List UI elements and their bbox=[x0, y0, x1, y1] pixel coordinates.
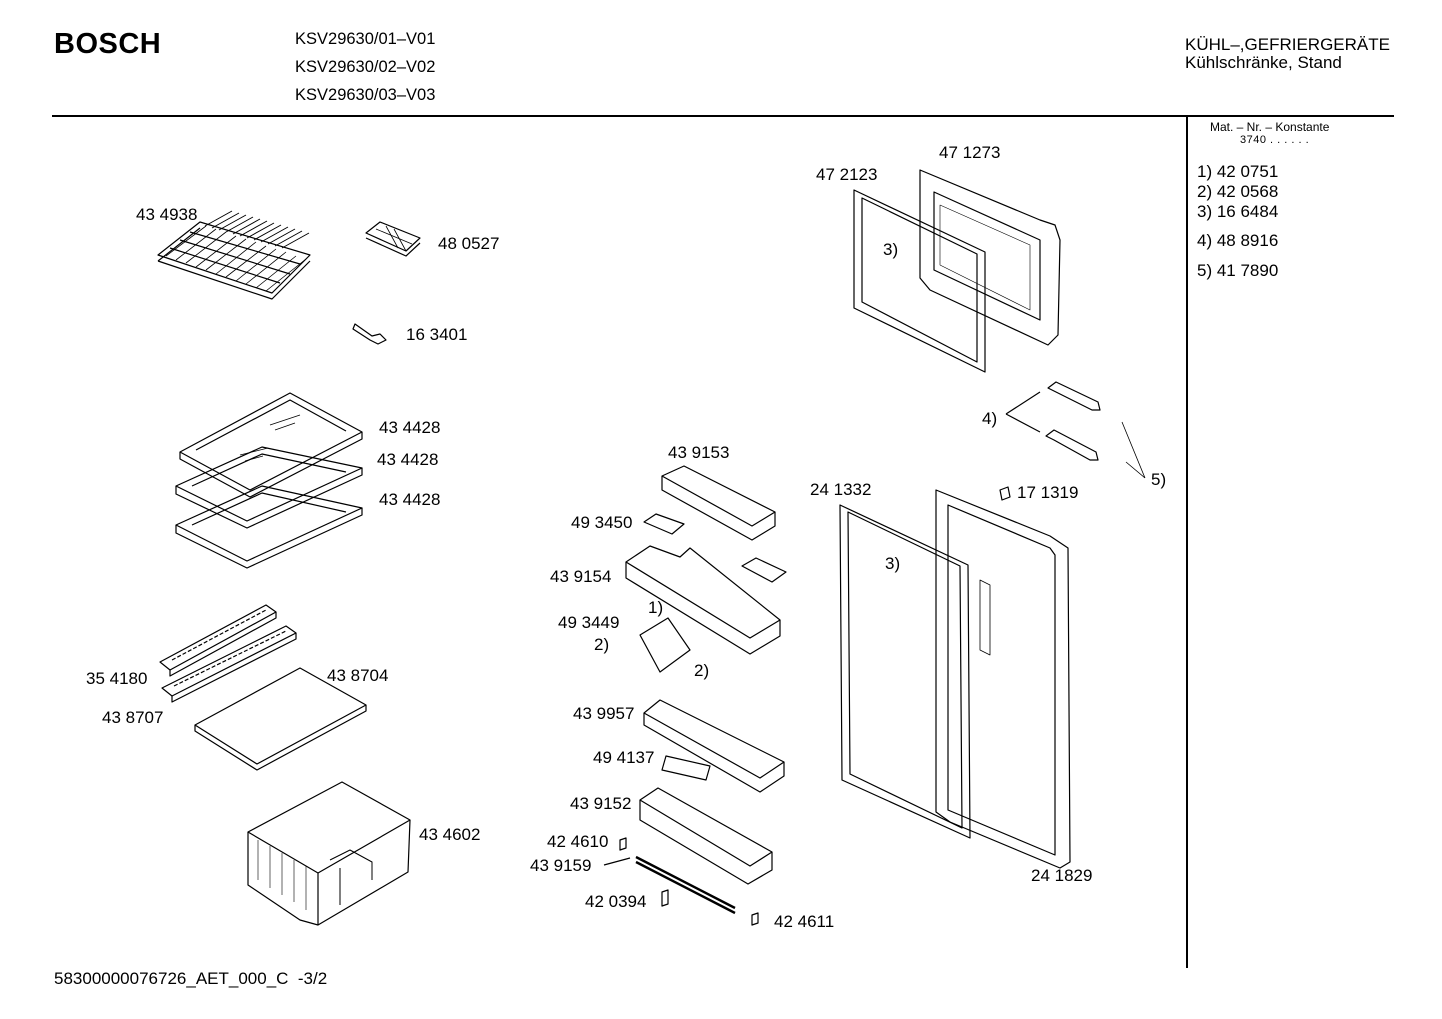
fridge-gasket-drawing bbox=[839, 504, 971, 839]
part-label-43-4938: 43 4938 bbox=[136, 205, 198, 224]
category-subtitle: Kühlschränke, Stand bbox=[1185, 53, 1342, 72]
mat-nr-label: Mat. – Nr. – Konstante bbox=[1210, 120, 1330, 134]
ref-1: 1) bbox=[648, 598, 664, 617]
part-label-43-4428-2: 43 4428 bbox=[377, 450, 439, 469]
ref-3-fridge: 3) bbox=[885, 554, 901, 573]
part-label-42-4611: 42 4611 bbox=[774, 912, 835, 931]
crisper-cover-drawing bbox=[194, 667, 367, 771]
fridge-door-drawing bbox=[935, 489, 1071, 869]
part-label-43-4602: 43 4602 bbox=[419, 825, 481, 844]
leader-4 bbox=[1005, 391, 1041, 433]
note-2: 2) 42 0568 bbox=[1197, 182, 1279, 201]
part-label-48-0527: 48 0527 bbox=[438, 234, 500, 253]
model-number-1: KSV29630/01–V01 bbox=[295, 30, 436, 48]
glass-shelf-drawing-3 bbox=[175, 485, 363, 569]
header-divider bbox=[52, 115, 1394, 117]
part-label-42-4610: 42 4610 bbox=[547, 832, 609, 851]
part-label-49-3450: 49 3450 bbox=[571, 513, 633, 532]
bottle-rack-drawing-2 bbox=[161, 625, 297, 703]
note-3: 3) 16 6484 bbox=[1197, 202, 1279, 221]
small-parts-drawing bbox=[619, 837, 759, 926]
door-bin-43-9154-drawing bbox=[625, 545, 781, 655]
document-id: 58300000076726_AET_000_C -3/2 bbox=[54, 969, 327, 989]
bottle-rack-drawing-1 bbox=[159, 604, 277, 677]
ref-2-b: 2) bbox=[694, 661, 710, 680]
leader-5 bbox=[1121, 421, 1146, 479]
model-number-2: KSV29630/02–V02 bbox=[295, 58, 436, 76]
part-label-43-4428-1: 43 4428 bbox=[379, 418, 441, 437]
part-label-43-8704: 43 8704 bbox=[327, 666, 389, 685]
note-1: 1) 42 0751 bbox=[1197, 162, 1279, 181]
part-label-43-4428-3: 43 4428 bbox=[379, 490, 441, 509]
clip-drawing bbox=[999, 486, 1011, 501]
ice-tray-drawing bbox=[365, 221, 421, 257]
crisper-drawer-drawing bbox=[247, 781, 411, 926]
egg-tray-49-3450-drawing bbox=[643, 513, 787, 583]
part-label-43-8707: 43 8707 bbox=[102, 708, 164, 727]
part-label-43-9159: 43 9159 bbox=[530, 856, 592, 875]
door-bin-43-9957-drawing bbox=[643, 699, 785, 793]
brand-logo: BOSCH bbox=[54, 28, 162, 60]
ref-5: 5) bbox=[1151, 470, 1167, 489]
document-number: 58300000076726_AET_000_C bbox=[54, 969, 289, 988]
ref-3-freezer: 3) bbox=[883, 240, 899, 259]
note-5: 5) 41 7890 bbox=[1197, 261, 1279, 280]
konstante-value: 3740 . . . . . . bbox=[1240, 134, 1310, 146]
part-label-43-9154: 43 9154 bbox=[550, 567, 612, 586]
part-label-49-4137: 49 4137 bbox=[593, 748, 655, 767]
part-label-24-1829: 24 1829 bbox=[1031, 866, 1093, 885]
part-label-35-4180: 35 4180 bbox=[86, 669, 148, 688]
part-label-16-3401: 16 3401 bbox=[406, 325, 468, 344]
freezer-gasket-drawing bbox=[853, 189, 986, 373]
door-bin-43-9152-drawing bbox=[639, 787, 773, 885]
model-number-3: KSV29630/03–V03 bbox=[295, 86, 436, 104]
part-label-42-0394: 42 0394 bbox=[585, 892, 647, 911]
label-49-4137-drawing bbox=[661, 755, 711, 781]
ref-4: 4) bbox=[982, 409, 998, 428]
handle-drawing-2 bbox=[1045, 429, 1099, 461]
page-number: -3/2 bbox=[297, 969, 328, 988]
ice-scraper-drawing bbox=[352, 323, 387, 345]
note-4: 4) 48 8916 bbox=[1197, 231, 1279, 250]
part-label-49-3449: 49 3449 bbox=[558, 613, 620, 632]
part-label-47-2123: 47 2123 bbox=[816, 165, 878, 184]
category-title: KÜHL–,GEFRIERGERÄTE bbox=[1185, 35, 1390, 54]
glass-shelf-drawing-1 bbox=[179, 392, 363, 498]
leader-43-9159 bbox=[603, 857, 631, 866]
sidebar-divider bbox=[1186, 116, 1188, 968]
part-label-43-9153: 43 9153 bbox=[668, 443, 730, 462]
part-label-47-1273: 47 1273 bbox=[939, 143, 1001, 162]
flap-49-3449-drawing bbox=[639, 617, 691, 673]
door-bin-43-9153-drawing bbox=[661, 465, 776, 541]
part-label-43-9152: 43 9152 bbox=[570, 794, 632, 813]
handle-drawing-1 bbox=[1047, 381, 1101, 411]
freezer-door-drawing bbox=[919, 169, 1061, 346]
strip-43-9159-drawing bbox=[635, 855, 736, 915]
part-label-17-1319: 17 1319 bbox=[1017, 483, 1079, 502]
wire-shelf-drawing bbox=[157, 210, 311, 300]
ref-2-a: 2) bbox=[594, 635, 610, 654]
glass-shelf-drawing-2 bbox=[175, 446, 363, 529]
part-label-43-9957: 43 9957 bbox=[573, 704, 635, 723]
part-label-24-1332: 24 1332 bbox=[810, 480, 872, 499]
